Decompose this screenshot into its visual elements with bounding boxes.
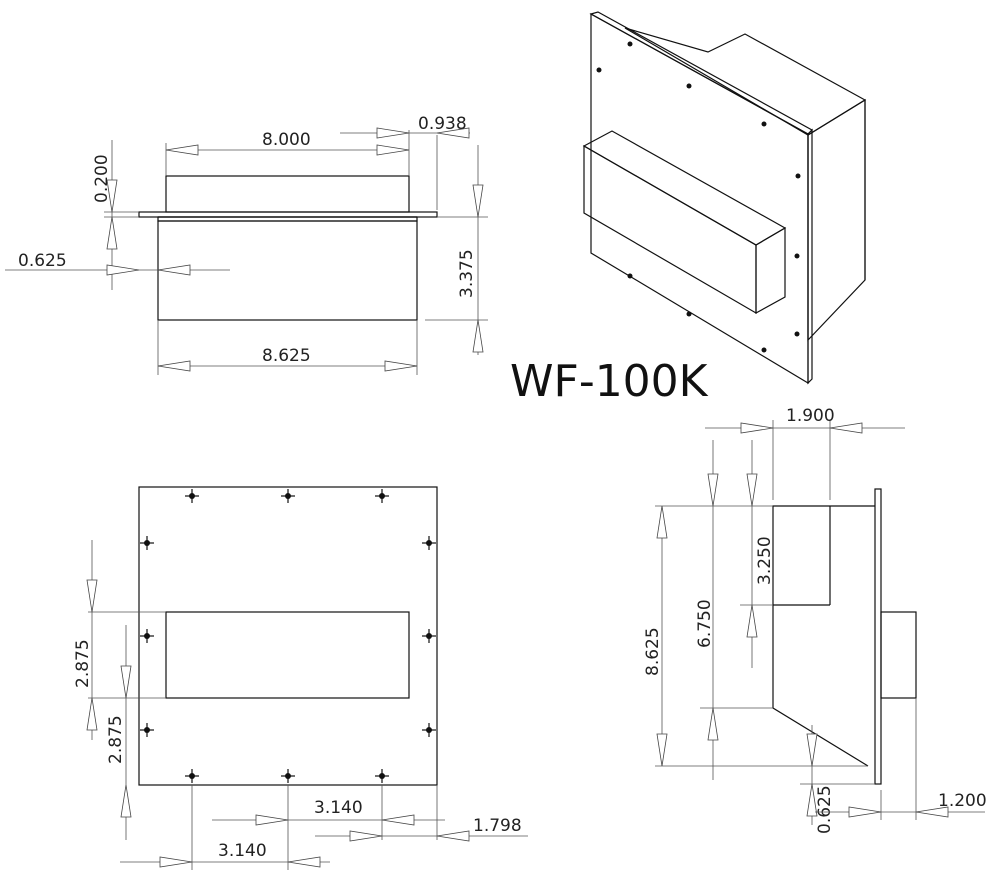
- dim-mid-height: 6.750: [695, 599, 715, 648]
- front-view: 2.875 2.875 3.140 1.798 3.140: [73, 486, 528, 870]
- dim-top-width: 8.000: [262, 130, 311, 150]
- side-view: 1.900 3.250 6.750 8.625 0.625 1.200: [643, 406, 987, 834]
- top-view-lower-box: [157, 220, 418, 321]
- front-view-plate: [138, 486, 438, 786]
- dim-flange-thickness: 0.200: [92, 154, 112, 203]
- side-view-flange: [874, 488, 882, 785]
- top-view: 8.000 0.938 0.200 0.625 3.375 8.625: [5, 114, 488, 375]
- dim-upper-height: 3.250: [755, 536, 775, 585]
- dim-right-offset: 1.798: [473, 816, 522, 836]
- dim-flange-overhang: 0.938: [418, 114, 467, 134]
- side-view-collar: [880, 611, 917, 699]
- dim-bottom-width: 8.625: [262, 346, 311, 366]
- dim-horizontal-right: 3.140: [314, 798, 363, 818]
- dim-flange-offset: 0.625: [18, 251, 67, 271]
- top-view-flange: [138, 211, 438, 218]
- iso-flange-plate: [590, 12, 809, 385]
- isometric-view: [582, 11, 867, 385]
- top-view-upper-box: [165, 175, 410, 213]
- dim-horizontal-left: 3.140: [218, 841, 267, 861]
- dim-collar-depth: 1.200: [938, 791, 987, 811]
- model-label: WF-100K: [510, 356, 709, 407]
- dim-depth: 3.375: [457, 249, 477, 298]
- front-view-opening: [165, 611, 410, 699]
- iso-front-box: [582, 130, 787, 246]
- side-view-body: [772, 505, 875, 767]
- dim-overall-height: 8.625: [643, 627, 663, 676]
- dim-bottom-offset: 0.625: [815, 785, 835, 834]
- dim-upper-vertical: 2.875: [73, 639, 93, 688]
- dim-lower-vertical: 2.875: [106, 715, 126, 764]
- dim-top-depth: 1.900: [786, 406, 835, 426]
